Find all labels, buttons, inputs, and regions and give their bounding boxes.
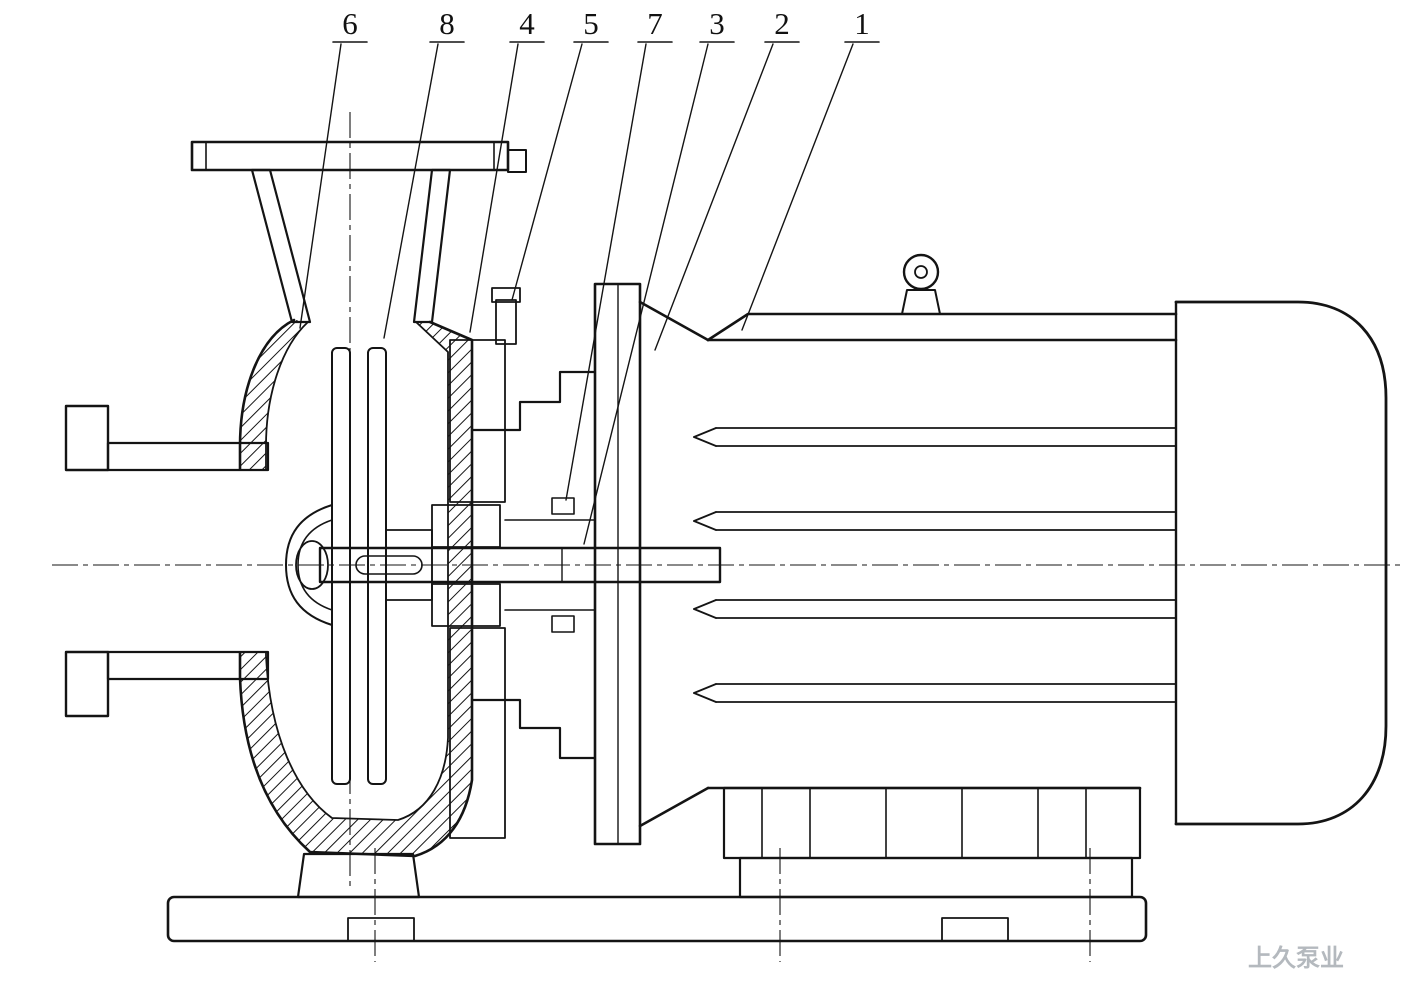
casing-cover — [431, 287, 521, 839]
impeller-nut — [295, 540, 329, 590]
pump-foot — [296, 852, 421, 899]
base-assembly — [166, 786, 1148, 943]
suction-flange-lower — [64, 650, 110, 718]
motor-foot — [722, 786, 1142, 860]
watermark-text: 上久泵业 — [1248, 944, 1344, 972]
vent-plug — [495, 299, 517, 345]
slinger-upper — [551, 497, 575, 515]
motor-rear-cap — [1174, 300, 1388, 826]
volute-casing — [238, 318, 474, 858]
suction-flange — [64, 404, 270, 718]
callout-4: 4 — [519, 6, 535, 41]
eye-bolt — [901, 253, 941, 315]
base-pad-right — [941, 917, 1009, 942]
callout-7: 7 — [647, 6, 663, 41]
base-pad-left — [347, 917, 415, 942]
flange-stub — [507, 149, 527, 173]
callout-2: 2 — [774, 6, 790, 41]
motor — [593, 253, 1388, 846]
slinger-lower — [551, 615, 575, 633]
callouts: 6 8 4 5 7 3 2 1 — [299, 6, 880, 545]
bracket — [470, 370, 597, 760]
baseplate — [166, 895, 1148, 943]
discharge-flange — [190, 140, 527, 324]
callout-1: 1 — [854, 6, 870, 41]
callout-8: 8 — [439, 6, 455, 41]
callout-3: 3 — [709, 6, 725, 41]
seal-gland-lower — [431, 583, 501, 627]
callout-5: 5 — [583, 6, 599, 41]
leader-lines — [299, 43, 854, 545]
motor-fins — [693, 427, 1177, 703]
impeller-inlet-bell — [285, 504, 333, 626]
motor-front-bell — [638, 300, 710, 342]
centerlines — [52, 112, 1400, 962]
suction-flange-upper — [64, 404, 110, 472]
vent-plug-cap — [491, 287, 521, 303]
callout-6: 6 — [342, 6, 358, 41]
